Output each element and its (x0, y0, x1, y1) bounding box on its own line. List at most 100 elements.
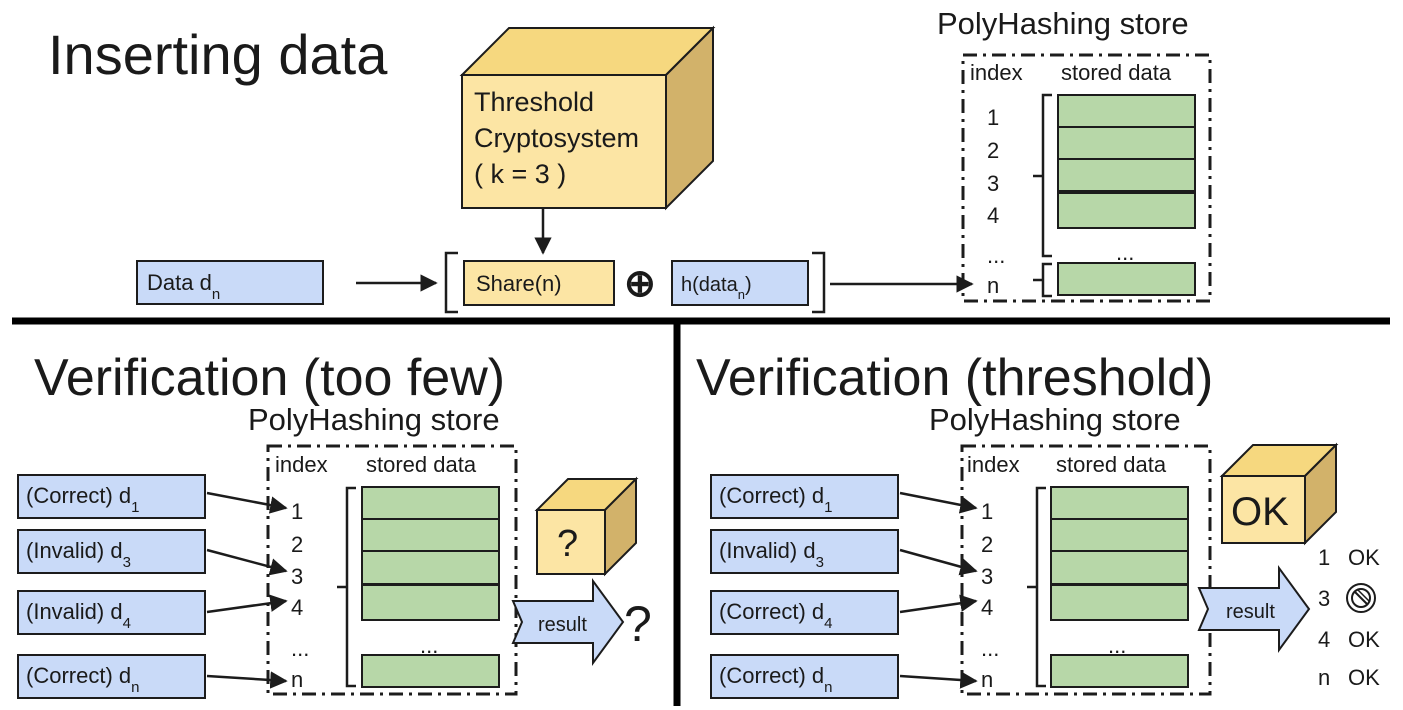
data-dn-box: Data dn (136, 260, 324, 305)
svg-text:(Correct) d1: (Correct) d1 (26, 483, 139, 516)
verify-few-slot-2 (361, 518, 500, 552)
verify-threshold-index-3: 3 (981, 564, 993, 589)
verify-few-store-title: PolyHashing store (248, 402, 500, 437)
data-dn-label: Data d (147, 270, 212, 295)
store-top-slot-4 (1057, 192, 1196, 229)
verify-threshold-store-title: PolyHashing store (929, 402, 1181, 437)
verify-threshold-input-1 (710, 474, 899, 519)
share-n-box (463, 260, 615, 306)
verify-threshold-input-3-sub: 4 (824, 615, 832, 632)
verify-threshold-input-1-sub: 1 (824, 499, 832, 516)
verify-few-input-4 (17, 654, 206, 699)
verify-threshold-data-header: stored data (1056, 452, 1167, 477)
verify-few-arrow-4 (206, 671, 288, 689)
verify-threshold-input-2-label: (Invalid) d (719, 538, 816, 563)
verify-threshold-index-4: 4 (981, 595, 993, 620)
verify-few-index-header: index (275, 452, 328, 477)
verify-threshold-slot-3 (1050, 550, 1189, 585)
result-4-status: OK (1348, 627, 1380, 652)
question-cube-label: ? (557, 523, 578, 565)
verify-few-slot-n (361, 654, 500, 688)
left-big-bracket (444, 251, 458, 314)
verify-threshold-index-2: 2 (981, 532, 993, 557)
verify-threshold-input-4 (710, 654, 899, 699)
store-top-index-3: 3 (987, 171, 999, 196)
verify-few-index-4: 4 (291, 595, 303, 620)
svg-text:(Invalid) d3: (Invalid) d3 (26, 538, 131, 571)
verify-few-index-n: n (291, 667, 303, 692)
verify-threshold-index-header: index (967, 452, 1020, 477)
svg-text:(Correct) d4: (Correct) d4 (719, 599, 832, 632)
result-n-index: n (1318, 665, 1330, 690)
store-top-index-4: 4 (987, 203, 999, 228)
store-top-slot-n (1057, 262, 1196, 296)
result-1-index: 1 (1318, 545, 1330, 570)
verify-few-input-3 (17, 590, 206, 635)
verify-few-input-1 (17, 474, 206, 519)
verify-few-slot-4 (361, 584, 500, 621)
verify-few-arrow-3 (206, 594, 288, 614)
verify-few-bracket (337, 486, 356, 688)
verify-few-input-2-sub: 3 (123, 554, 131, 571)
verify-threshold-slot-2 (1050, 518, 1189, 552)
verify-few-input-2 (17, 529, 206, 574)
hash-sub: n (738, 287, 745, 302)
store-top-index-dots: ... (987, 243, 1005, 268)
hash-data-box (671, 260, 809, 306)
verify-few-input-1-sub: 1 (131, 499, 139, 516)
crypto-line-2: Cryptosystem (474, 123, 639, 153)
threshold-cryptosystem-cube: Threshold Cryptosystem ( k = 3 ) (459, 25, 716, 211)
verify-threshold-bracket (1027, 486, 1046, 688)
ok-cube-label: OK (1231, 490, 1289, 534)
ok-cube: OK (1219, 442, 1339, 546)
verify-few-title: Verification (too few) (34, 349, 505, 407)
verify-few-result-arrow (511, 577, 625, 667)
verify-threshold-input-2-sub: 3 (816, 554, 824, 571)
verify-threshold-input-4-sub: n (824, 679, 832, 696)
verify-few-index-2: 2 (291, 532, 303, 557)
result-1-status: OK (1348, 545, 1380, 570)
svg-text:Data dn: Data dn (147, 270, 220, 303)
svg-text:(Invalid) d4: (Invalid) d4 (26, 599, 131, 632)
verify-threshold-slot-n (1050, 654, 1189, 688)
store-top-slot-3 (1057, 158, 1196, 192)
store-top-index-1: 1 (987, 105, 999, 130)
store-top-n-bracket (1033, 262, 1052, 298)
verify-threshold-result-arrow (1197, 564, 1311, 654)
svg-text:(Correct) d1: (Correct) d1 (719, 483, 832, 516)
verify-few-arrow-1 (206, 491, 288, 514)
crypto-line-1: Threshold (474, 87, 594, 117)
verify-few-index-3: 3 (291, 564, 303, 589)
crypto-line-3: ( k = 3 ) (474, 159, 566, 189)
verify-threshold-input-3-label: (Correct) d (719, 599, 824, 624)
store-top-frame (961, 53, 1212, 303)
store-top-index-n: n (987, 273, 999, 298)
store-top-title: PolyHashing store (937, 6, 1189, 41)
insert-title: Inserting data (48, 23, 388, 86)
verify-few-slot-3 (361, 550, 500, 585)
store-top-slot-1 (1057, 94, 1196, 128)
verify-few-input-2-label: (Invalid) d (26, 538, 123, 563)
hash-close: ) (745, 274, 752, 296)
xor-symbol: ⊕ (624, 263, 656, 305)
store-top-index-header: index (970, 60, 1023, 85)
verify-few-arrow-2 (206, 548, 288, 576)
store-top-index-2: 2 (987, 138, 999, 163)
store-top-data-header: stored data (1061, 60, 1172, 85)
verify-few-data-header: stored data (366, 452, 477, 477)
store-top-bracket (1033, 93, 1052, 258)
hash-label: h(data (681, 274, 739, 296)
svg-text:(Invalid) d3: (Invalid) d3 (719, 538, 824, 571)
verify-threshold-index-n: n (981, 667, 993, 692)
question-cube: ? (534, 476, 639, 577)
verify-few-input-4-sub: n (131, 679, 139, 696)
blocked-icon (1346, 583, 1376, 613)
verify-few-input-3-sub: 4 (123, 615, 131, 632)
verify-few-ellipsis: ... (420, 633, 438, 658)
verify-few-input-1-label: (Correct) d (26, 483, 131, 508)
verify-few-result-symbol: ? (624, 596, 652, 652)
data-dn-sub: n (212, 286, 220, 303)
verify-threshold-input-4-label: (Correct) d (719, 663, 824, 688)
share-n-label: Share(n) (476, 271, 562, 296)
